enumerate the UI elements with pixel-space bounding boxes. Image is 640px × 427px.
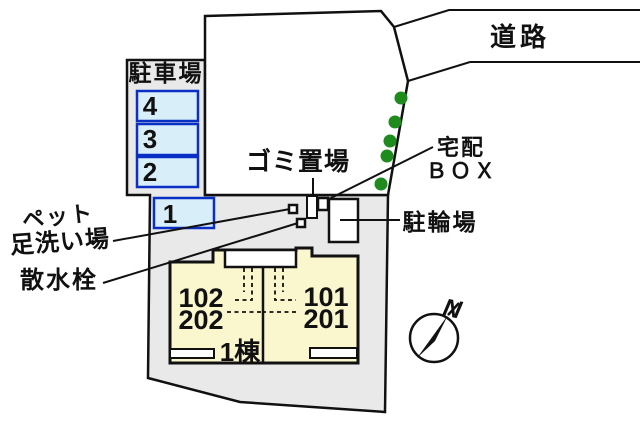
road-edge-bottom — [407, 61, 640, 82]
garbage-station-rect — [306, 195, 318, 219]
delivery-box-label-line1: 宅配 — [437, 135, 485, 160]
unit-left-rooms-bottom: 202 — [178, 305, 223, 335]
pet-wash-marker — [287, 203, 299, 215]
tree-icon — [394, 91, 408, 105]
sprinkler-label: 散水栓 — [20, 267, 98, 294]
sprinkler-marker — [295, 217, 307, 229]
building-bottom-inset-left — [169, 348, 215, 359]
compass-needle-tail — [447, 302, 460, 316]
building-entrance-porch — [223, 248, 298, 269]
unit-left-rooms-top: 102 — [178, 283, 223, 313]
entry-path-dashed-left — [227, 268, 262, 313]
parking-space-3-label: 3 — [143, 124, 157, 154]
pet-wash-label-line2: 足洗い場 — [9, 226, 111, 260]
sprinkler-leader-line — [102, 222, 299, 284]
building-bottom-inset-right — [309, 347, 358, 359]
parking-space-3: 3 — [135, 122, 200, 157]
parking-space-4-label: 4 — [143, 91, 158, 121]
parking-space-3-rect — [135, 122, 200, 157]
unit-right-rooms-top: 101 — [303, 282, 348, 312]
parking-space-4-rect — [135, 89, 200, 123]
parking-space-2: 2 — [135, 155, 200, 189]
road-edge-top — [393, 9, 640, 28]
tree-icon — [383, 134, 397, 148]
road-label: 道路 — [490, 22, 550, 52]
parking-space-2-label: 2 — [143, 157, 157, 187]
entry-path-dashed-right — [262, 268, 299, 313]
tree-icon — [388, 115, 402, 129]
tree-row — [374, 91, 408, 191]
delivery-box-label-line2: ＢＯＸ — [426, 160, 498, 183]
parking-space-1-label: 1 — [163, 199, 177, 229]
parking-area-title: 駐車場 — [129, 60, 204, 86]
tree-icon — [374, 177, 388, 191]
parking-space-2-rect — [135, 155, 200, 189]
delivery-box-rect — [316, 196, 330, 212]
garbage-station-label: ゴミ置場 — [246, 147, 350, 176]
bicycle-parking-label: 駐輪場 — [403, 209, 478, 235]
north-label: N — [440, 293, 464, 324]
tree-icon — [380, 149, 394, 163]
unit-right-rooms-bottom: 201 — [303, 304, 348, 334]
compass: N — [408, 293, 465, 364]
parking-space-4: 4 — [135, 89, 200, 123]
building-name-label: 1棟 — [220, 337, 261, 367]
pet-wash-leader-line — [112, 208, 291, 242]
delivery-box-leader-line — [322, 146, 434, 203]
compass-needle — [417, 315, 448, 358]
